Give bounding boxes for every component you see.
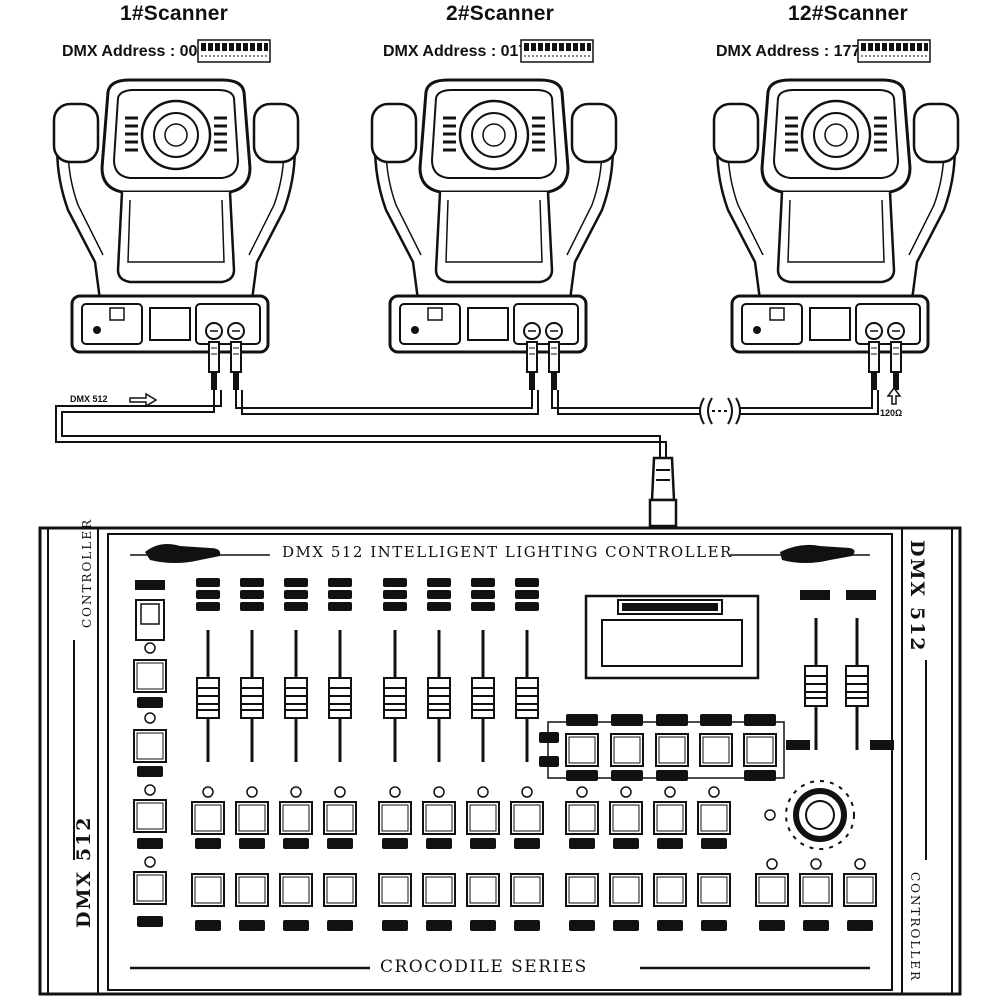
scanner-2-address: DMX Address : 017 [383, 43, 528, 60]
controller-title: DMX 512 INTELLIGENT LIGHTING CONTROLLER [282, 543, 733, 561]
right-side-controller: CONTROLLER [908, 872, 922, 983]
scanner-1-title: 1#Scanner [120, 2, 229, 25]
right-side-brand: DMX 512 [906, 540, 928, 653]
dmx-in-label: DMX 512 [70, 394, 108, 404]
scanner-2-title: 2#Scanner [446, 2, 555, 25]
scanner-12-address: DMX Address : 177 [716, 43, 861, 60]
controller-series: CROCODILE SERIES [380, 957, 588, 977]
left-side-controller: CONTROLLER [80, 517, 94, 628]
scanner-1-address: DMX Address : 001 [62, 43, 207, 60]
left-side-brand: DMX 512 [73, 815, 95, 928]
terminator-label: 120Ω [880, 408, 903, 418]
scanner-12-title: 12#Scanner [788, 2, 908, 25]
